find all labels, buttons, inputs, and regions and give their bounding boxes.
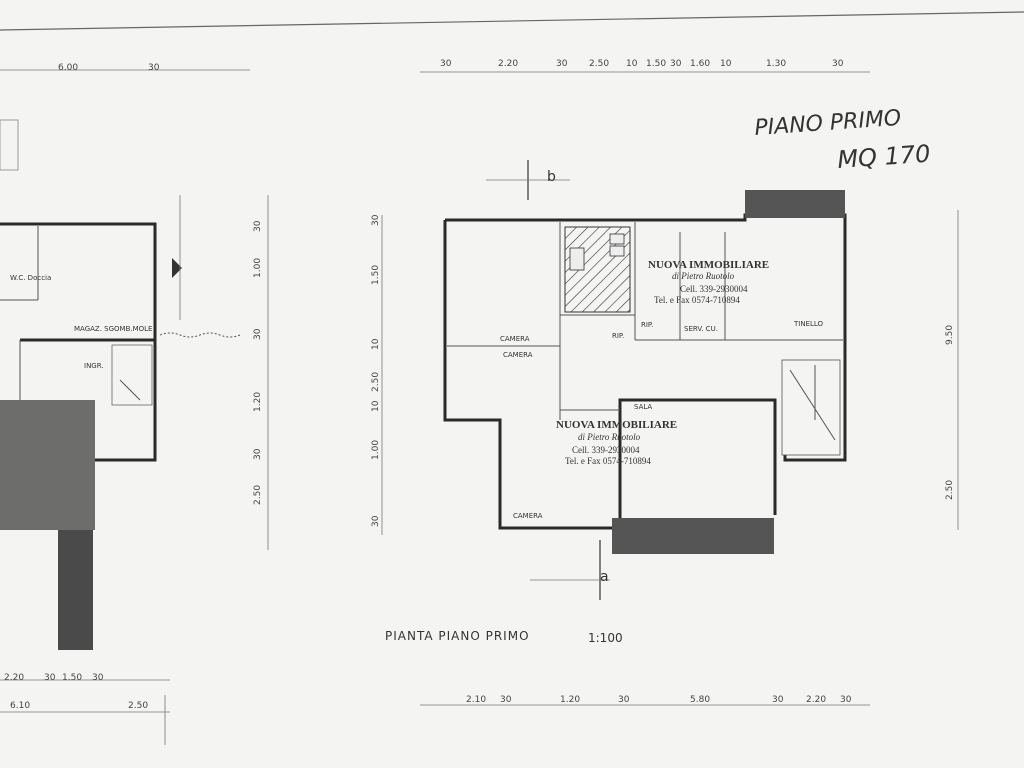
- stamp-cell: Cell. 339-2930004: [572, 445, 640, 455]
- dims-bottom-left: 2.20 30 1.50 30 6.10 2.50: [4, 673, 148, 711]
- dims-bottom-right: 2.10 30 1.20 30 5.80 30 2.20 30: [466, 695, 852, 705]
- dimension-label: 10: [371, 400, 381, 412]
- dimension-label: 30: [148, 63, 160, 73]
- dimension-label: 10: [371, 338, 381, 350]
- main-floor-plan: [0, 69, 959, 745]
- dimension-label: 30: [92, 673, 104, 683]
- room-label-servizio: SERV. CU.: [684, 325, 718, 333]
- agency-stamp-upper: NUOVA IMMOBILIARE di Pietro Ruotolo Cell…: [648, 259, 769, 305]
- dimension-label: 10: [626, 59, 638, 69]
- room-label-rip-2: RIP.: [612, 332, 624, 340]
- dimension-label: 1.00: [371, 440, 381, 460]
- sheet-edge: [0, 11, 1024, 31]
- dimension-label: 30: [772, 695, 784, 705]
- dimension-label: 30: [253, 220, 263, 232]
- dimension-label: 6.10: [10, 701, 30, 711]
- dimension-label: 30: [253, 448, 263, 460]
- room-label-tinello: TINELLO: [793, 320, 824, 328]
- dimension-label: 9.50: [945, 325, 955, 345]
- dimension-label: 2.50: [589, 59, 609, 69]
- staircase: [781, 359, 841, 456]
- dimension-label: 2.50: [128, 701, 148, 711]
- dimension-label: 1.30: [766, 59, 786, 69]
- dimension-label: 6.00: [58, 63, 78, 73]
- dimension-label: 2.20: [498, 59, 518, 69]
- dimension-label: 30: [670, 59, 682, 69]
- dimension-label: 30: [253, 328, 263, 340]
- dimension-label: 2.50: [371, 372, 381, 392]
- balcony-bottom: [612, 518, 774, 554]
- dims-right-vertical: 9.50 2.50: [945, 325, 955, 500]
- agency-stamp-lower: NUOVA IMMOBILIARE di Pietro Ruotolo Cell…: [556, 419, 677, 466]
- dimension-label: 30: [371, 214, 381, 226]
- dimension-label: 30: [618, 695, 630, 705]
- dimension-label: 1.00: [253, 258, 263, 278]
- dims-top-right: 30 2.20 30 2.50 10 1.50 30 1.60 10 1.30 30: [440, 59, 844, 69]
- dims-top-left: 6.00 30: [58, 63, 160, 73]
- dimension-label: 30: [500, 695, 512, 705]
- stamp-fax: Tel. e Fax 0574-710894: [654, 295, 740, 305]
- dimension-label: 30: [832, 59, 844, 69]
- section-marker-a: a: [600, 569, 609, 585]
- dimension-label: 30: [44, 673, 56, 683]
- dims-left-vertical-b: 30 1.50 10 2.50 10 1.00 30: [371, 214, 381, 527]
- dimension-label: 10: [720, 59, 732, 69]
- dimension-label: 1.50: [371, 265, 381, 285]
- stamp-name: NUOVA IMMOBILIARE: [648, 259, 769, 271]
- dimension-label: 30: [556, 59, 568, 69]
- stamp-owner: di Pietro Ruotolo: [672, 271, 735, 281]
- dimension-label: 30: [371, 515, 381, 527]
- room-label-wc: W.C. Doccia: [10, 274, 51, 282]
- left-partial-plan: [0, 119, 269, 650]
- plan-scale: 1:100: [588, 631, 623, 645]
- balcony-top: [745, 190, 845, 218]
- room-label-camera-2: CAMERA: [503, 351, 533, 359]
- dimension-label: 2.50: [253, 485, 263, 505]
- dimension-label: 1.50: [646, 59, 666, 69]
- stamp-fax: Tel. e Fax 0574-710894: [565, 456, 651, 466]
- stamp-cell: Cell. 339-2930004: [680, 284, 748, 294]
- stamp-owner: di Pietro Ruotolo: [578, 432, 641, 442]
- dimension-label: 1.20: [560, 695, 580, 705]
- floor-title: PIANO PRIMO: [754, 106, 902, 141]
- plan-caption: PIANTA PIANO PRIMO: [385, 629, 530, 643]
- room-label-sala: SALA: [634, 403, 652, 411]
- room-label-ingresso: INGR.: [84, 362, 104, 370]
- dimension-label: 30: [440, 59, 452, 69]
- dimension-label: 30: [840, 695, 852, 705]
- dims-left-vertical-a: 30 1.00 30 1.20 30 2.50: [253, 220, 263, 505]
- dimension-label: 2.10: [466, 695, 486, 705]
- floor-area: MQ 170: [836, 140, 931, 174]
- room-label-rip-1: RIP.: [641, 321, 653, 329]
- paved-terrace: [0, 400, 95, 530]
- dimension-label: 2.20: [806, 695, 826, 705]
- paved-path: [58, 530, 93, 650]
- dimension-label: 5.80: [690, 695, 710, 705]
- dimension-label: 1.60: [690, 59, 710, 69]
- dimension-label: 1.50: [62, 673, 82, 683]
- dimension-label: 2.20: [4, 673, 24, 683]
- room-label-camera-1: CAMERA: [500, 335, 530, 343]
- room-label-magazzino: MAGAZ. SGOMB.MOLE: [74, 325, 152, 333]
- section-marker-b: b: [547, 169, 556, 185]
- stamp-name: NUOVA IMMOBILIARE: [556, 419, 677, 431]
- dimension-label: 2.50: [945, 480, 955, 500]
- room-label-camera-3: CAMERA: [513, 512, 543, 520]
- dimension-label: 1.20: [253, 392, 263, 412]
